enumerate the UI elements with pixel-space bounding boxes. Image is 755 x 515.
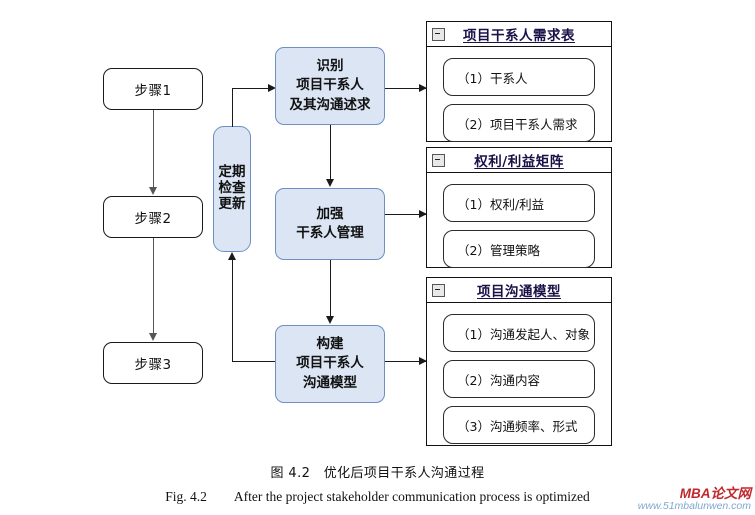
list-item: （2）项目干系人需求: [443, 104, 595, 142]
feedback-box-line-3: 更新: [218, 195, 246, 212]
list-item: （1）沟通发起人、对象: [443, 314, 595, 352]
connector-strengthen-to-build: [330, 260, 331, 317]
arrowhead-strengthen-to-build: [325, 316, 334, 324]
step-box-2: 步骤2: [103, 196, 203, 238]
group2-body: （1）权利/利益 （2）管理策略: [427, 173, 611, 280]
list-item: （1）权利/利益: [443, 184, 595, 222]
watermark-main-text: MBA论文网: [679, 486, 751, 502]
group1-body: （1）干系人 （2）项目干系人需求: [427, 47, 611, 154]
process-box-build: 构建 项目干系人 沟通模型: [275, 325, 385, 403]
step-box-3: 步骤3: [103, 342, 203, 384]
connector-identify-to-group1: [385, 88, 426, 89]
step-box-1: 步骤1: [103, 68, 203, 110]
connector-build-to-group3: [385, 361, 426, 362]
process-box-identify-line-1: 识别: [316, 58, 344, 75]
step-box-3-label: 步骤3: [134, 357, 172, 373]
arrowhead-step2-to-step3: [148, 333, 157, 341]
process-box-identify-line-3: 及其沟通述求: [289, 96, 371, 113]
list-item: （3）沟通频率、形式: [443, 406, 595, 444]
arrowhead-feedback-to-identify: [268, 83, 276, 92]
group-panel-stakeholder-requirement-table: 项目干系人需求表 （1）干系人 （2）项目干系人需求: [426, 21, 612, 142]
group1-title: 项目干系人需求表: [463, 28, 575, 44]
step-box-2-label: 步骤2: [134, 211, 172, 227]
connector-feedback-return-segment: [232, 260, 233, 361]
connector-feedback-up-segment: [232, 88, 233, 127]
list-item: （2）管理策略: [443, 230, 595, 268]
list-item: （2）沟通内容: [443, 360, 595, 398]
arrowhead-build-to-feedback: [227, 252, 236, 260]
connector-step1-to-step2: [153, 110, 154, 188]
feedback-box-line-2: 检查: [218, 180, 246, 197]
figure-caption-chinese: 图 4.2 优化后项目干系人沟通过程: [270, 466, 485, 481]
process-box-identify: 识别 项目干系人 及其沟通述求: [275, 47, 385, 125]
process-box-strengthen-line-2: 干系人管理: [296, 225, 364, 241]
process-box-build-line-2: 项目干系人: [296, 355, 364, 372]
minus-square-icon[interactable]: [432, 284, 445, 297]
arrowhead-step1-to-step2: [148, 187, 157, 195]
connector-identify-to-strengthen: [330, 125, 331, 180]
arrowhead-identify-to-strengthen: [325, 179, 334, 187]
feedback-box-line-1: 定期: [218, 164, 246, 181]
group1-header: 项目干系人需求表: [427, 22, 611, 47]
group2-header: 权利/利益矩阵: [427, 148, 611, 173]
process-box-identify-line-2: 项目干系人: [296, 77, 364, 94]
connector-build-to-feedback-segment: [232, 361, 276, 362]
group3-header: 项目沟通模型: [427, 278, 611, 303]
group3-body: （1）沟通发起人、对象 （2）沟通内容 （3）沟通频率、形式: [427, 303, 611, 456]
process-box-build-line-3: 沟通模型: [303, 374, 357, 391]
arrowhead-build-to-group3: [419, 356, 427, 365]
arrowhead-strengthen-to-group2: [419, 209, 427, 218]
minus-square-icon[interactable]: [432, 28, 445, 41]
arrowhead-identify-to-group1: [419, 83, 427, 92]
connector-step2-to-step3: [153, 238, 154, 334]
connector-feedback-to-identify-segment: [232, 88, 272, 89]
watermark: MBA论文网 www.51mbalunwen.com: [638, 486, 751, 513]
step-box-1-label: 步骤1: [134, 83, 172, 99]
group-panel-power-interest-matrix: 权利/利益矩阵 （1）权利/利益 （2）管理策略: [426, 147, 612, 268]
group-panel-project-communication-model: 项目沟通模型 （1）沟通发起人、对象 （2）沟通内容 （3）沟通频率、形式: [426, 277, 612, 446]
list-item: （1）干系人: [443, 58, 595, 96]
minus-square-icon[interactable]: [432, 154, 445, 167]
group2-title: 权利/利益矩阵: [474, 154, 564, 170]
process-box-strengthen: 加强 干系人管理: [275, 188, 385, 260]
watermark-url-text: www.51mbalunwen.com: [637, 500, 751, 513]
figure-caption-english: Fig. 4.2 After the project stakeholder c…: [165, 489, 590, 504]
group3-title: 项目沟通模型: [477, 284, 561, 300]
feedback-box-periodic-review: 定期 检查 更新: [213, 126, 251, 252]
connector-strengthen-to-group2: [385, 214, 426, 215]
process-box-strengthen-line-1: 加强: [316, 205, 344, 222]
process-box-build-line-1: 构建: [316, 336, 344, 353]
